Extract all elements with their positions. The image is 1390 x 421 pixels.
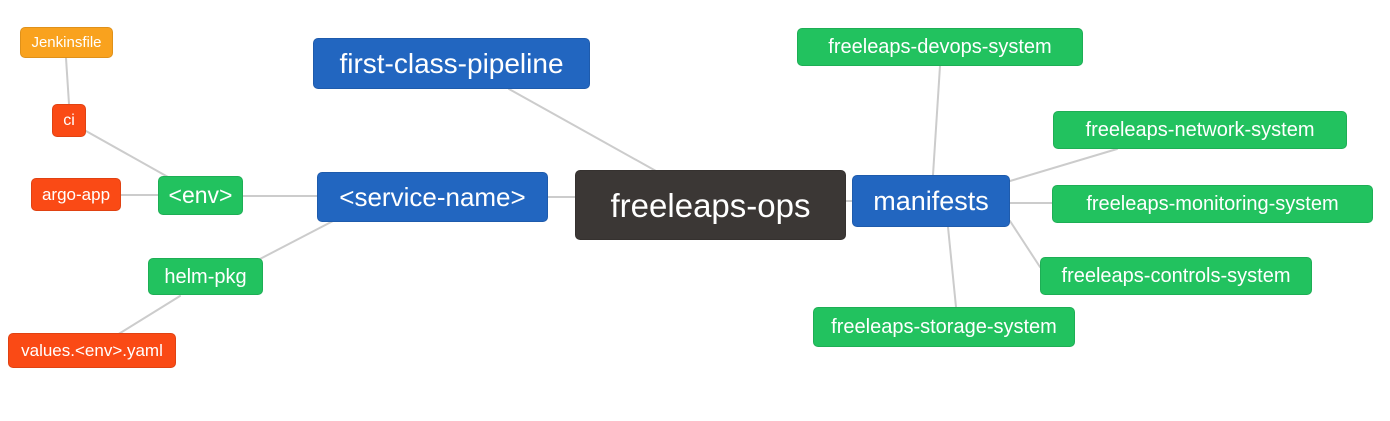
node-values-env-yaml[interactable]: values.<env>.yaml	[8, 333, 176, 368]
node-env[interactable]: <env>	[158, 176, 243, 215]
edge-first-class-pipeline-freeleaps-ops	[508, 88, 657, 172]
edge-manifests-freeleaps-devops-system	[932, 65, 941, 176]
node-jenkinsfile[interactable]: Jenkinsfile	[20, 27, 113, 58]
node-freeleaps-ops[interactable]: freeleaps-ops	[575, 170, 846, 240]
edge-manifests-freeleaps-controls-system	[1009, 220, 1041, 268]
edge-jenkinsfile-ci	[65, 57, 70, 105]
node-helm-pkg[interactable]: helm-pkg	[148, 258, 263, 295]
node-service-name[interactable]: <service-name>	[317, 172, 548, 222]
node-freeleaps-devops-system[interactable]: freeleaps-devops-system	[797, 28, 1083, 66]
node-argo-app[interactable]: argo-app	[31, 178, 121, 211]
node-first-class-pipeline[interactable]: first-class-pipeline	[313, 38, 590, 89]
node-freeleaps-storage-system[interactable]: freeleaps-storage-system	[813, 307, 1075, 347]
edge-manifests-freeleaps-storage-system	[947, 226, 957, 308]
node-freeleaps-network-system[interactable]: freeleaps-network-system	[1053, 111, 1347, 149]
edge-manifests-freeleaps-network-system	[1009, 148, 1118, 182]
edge-ci-env	[85, 130, 169, 178]
edge-values-env-yaml-helm-pkg	[116, 295, 181, 336]
node-freeleaps-monitoring-system[interactable]: freeleaps-monitoring-system	[1052, 185, 1373, 223]
node-manifests[interactable]: manifests	[852, 175, 1010, 227]
node-freeleaps-controls-system[interactable]: freeleaps-controls-system	[1040, 257, 1312, 295]
node-ci[interactable]: ci	[52, 104, 86, 137]
edge-helm-pkg-service-name	[257, 220, 334, 261]
